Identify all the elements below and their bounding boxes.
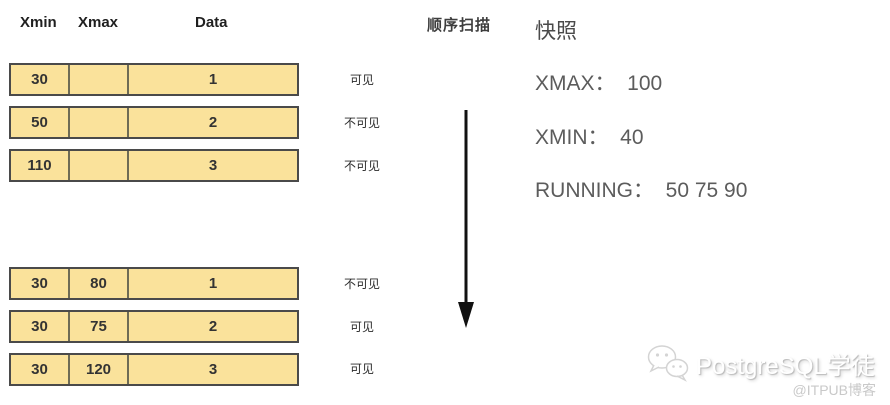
tuple-row: 30 1 <box>9 63 299 96</box>
watermark-credit-text: @ITPUB博客 <box>792 382 876 398</box>
tuple-row: 30 75 2 <box>9 310 299 343</box>
watermark: PostgreSQL学徒 @ITPUB博客 <box>646 340 882 400</box>
tuple-row: 30 120 3 <box>9 353 299 386</box>
tuple-data-cell: 1 <box>208 275 218 292</box>
tuple-xmin-cell: 30 <box>11 355 70 384</box>
tuple-row: 30 80 1 <box>9 267 299 300</box>
visibility-label: 不可见 <box>343 159 380 173</box>
tuple-group-2: 30 80 1 30 75 2 30 120 3 <box>9 267 299 396</box>
visibility-label: 不可见 <box>343 116 380 130</box>
tuple-row: 110 3 <box>9 149 299 182</box>
tuple-data-cell: 3 <box>208 361 218 378</box>
tuple-xmax-cell <box>70 65 129 94</box>
column-header-data: Data <box>195 14 228 31</box>
tuple-data-cell: 2 <box>208 114 218 131</box>
column-header-xmin: Xmin <box>20 14 57 31</box>
tuple-xmax-cell: 120 <box>70 355 129 384</box>
watermark-brand-text: PostgreSQL学徒 <box>696 353 875 380</box>
sequential-scan-label: 顺序扫描 <box>427 17 492 34</box>
tuple-row: 50 2 <box>9 106 299 139</box>
tuple-xmax-cell <box>70 151 129 180</box>
visibility-label: 不可见 <box>343 277 380 291</box>
tuple-xmax-cell: 80 <box>70 269 129 298</box>
visibility-label: 可见 <box>349 73 374 87</box>
snapshot-running-line: RUNNING： 50 75 90 <box>535 179 748 202</box>
tuple-xmin-cell: 110 <box>11 151 70 180</box>
tuple-data-cell: 1 <box>208 71 218 88</box>
column-header-xmax: Xmax <box>78 14 119 31</box>
snapshot-xmax-line: XMAX： 100 <box>535 72 663 95</box>
down-arrow-icon <box>458 110 474 328</box>
tuple-xmin-cell: 30 <box>11 65 70 94</box>
snapshot-title: 快照 <box>535 20 577 43</box>
tuple-xmin-cell: 30 <box>11 269 70 298</box>
tuple-data-cell: 2 <box>208 318 218 335</box>
snapshot-xmin-line: XMIN： 40 <box>535 126 644 149</box>
tuple-xmin-cell: 30 <box>11 312 70 341</box>
tuple-group-1: 30 1 50 2 110 3 <box>9 63 299 192</box>
tuple-data-cell: 3 <box>208 157 218 174</box>
tuple-xmax-cell <box>70 108 129 137</box>
visibility-label: 可见 <box>349 320 374 334</box>
tuple-xmax-cell: 75 <box>70 312 129 341</box>
wechat-icon <box>647 345 689 382</box>
tuple-xmin-cell: 50 <box>11 108 70 137</box>
visibility-label: 可见 <box>349 362 374 376</box>
